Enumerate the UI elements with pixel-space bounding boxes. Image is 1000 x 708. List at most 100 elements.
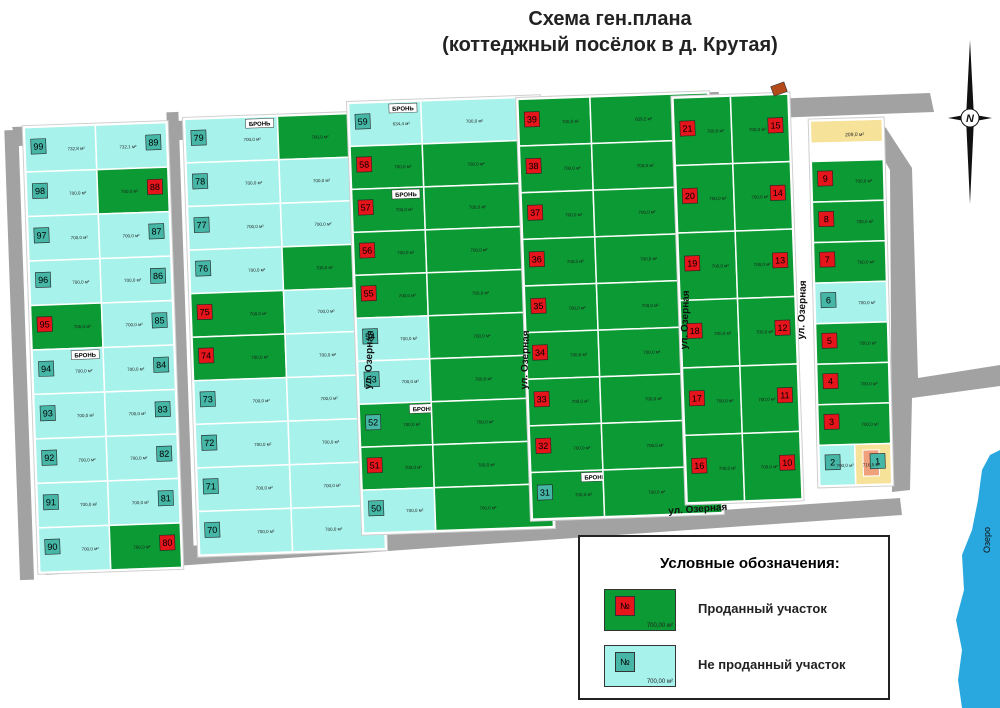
- legend-unsold-area: 700,00 м²: [646, 679, 673, 685]
- plot-area-label: 700,0 м²: [707, 128, 725, 134]
- plot-marker-6: [820, 292, 837, 309]
- plot-area-label: 700,0 м²: [71, 235, 89, 241]
- plot-marker-35: [530, 297, 547, 314]
- lake-label: Озеро: [982, 527, 992, 553]
- plot-area-label: 700,0 м²: [82, 546, 100, 552]
- plot-area-label: 700,0 м²: [643, 349, 661, 355]
- plot-marker-33: [533, 391, 550, 408]
- plot-marker-16: [691, 457, 708, 474]
- plot-number: 20: [685, 191, 695, 201]
- plot-number: 51: [370, 460, 380, 470]
- plot-number: 71: [206, 481, 216, 491]
- plot-marker-59: [354, 113, 371, 130]
- plot-marker-99: [30, 138, 47, 155]
- plot-marker-97: [33, 227, 50, 244]
- plot-marker-21: [679, 120, 696, 137]
- plot-area-label: 700,0 м²: [645, 396, 663, 402]
- plot-number: 4: [828, 376, 833, 386]
- plot-area-label: 700,0 м²: [132, 500, 150, 506]
- plot-number: 77: [196, 220, 206, 230]
- plot-marker-18: [686, 322, 703, 339]
- plot-number: 95: [39, 319, 49, 329]
- lake-area: [956, 450, 1000, 708]
- plot-area-label: 700,0 м²: [396, 207, 414, 213]
- plot-marker-9: [817, 170, 834, 187]
- plot-area-label: 700,0 м²: [716, 398, 734, 404]
- plot-number: 78: [195, 176, 205, 186]
- reserve-badge: [391, 188, 421, 200]
- plot-marker-85: [151, 312, 168, 329]
- plot-marker-92: [41, 449, 58, 466]
- plot-area-label: 700,0 м²: [324, 483, 342, 489]
- plot-marker-3: [823, 413, 840, 430]
- plot-area-label: 700,0 м²: [575, 492, 593, 498]
- plot-marker-11: [776, 387, 793, 404]
- plot-marker-91: [42, 494, 59, 511]
- plot-area-label: 700,0 м²: [127, 366, 145, 372]
- plot-area-label: 700,0 м²: [855, 178, 873, 183]
- road-east: [868, 118, 1000, 492]
- plot-number: 8: [824, 214, 829, 224]
- plot-marker-75: [196, 303, 213, 321]
- plot-number: 13: [775, 255, 785, 265]
- plot-area-label: 700,0 м²: [394, 164, 412, 170]
- plot-area-label: 700,0 м²: [719, 465, 737, 471]
- plot-area-label: 700,0 м²: [78, 457, 96, 463]
- plot-number: 80: [162, 538, 172, 548]
- plot-area-label: 700,0 м²: [247, 224, 265, 230]
- plot-marker-56: [359, 242, 376, 259]
- plot-marker-34: [532, 344, 549, 361]
- plot-marker-86: [149, 267, 167, 284]
- plot-marker-89: [145, 134, 162, 151]
- plot-area-label: 700,0 м²: [317, 308, 335, 314]
- plot-marker-54: [362, 328, 379, 345]
- plot-area-label: 700,0 м²: [858, 300, 876, 305]
- plot-number: 14: [773, 188, 783, 198]
- plot-number: 74: [201, 351, 211, 361]
- plot-marker-4: [822, 373, 839, 390]
- plot-marker-83: [154, 401, 171, 418]
- plot-area-label: 700,0 м²: [470, 247, 488, 253]
- plot-marker-39: [523, 111, 540, 128]
- plot-area-label: 700,0 м²: [476, 419, 494, 425]
- plot-number: 85: [154, 315, 164, 325]
- plot-marker-38: [525, 157, 542, 174]
- plot-number: 17: [692, 393, 702, 403]
- plot-area-label: 700,0 м²: [405, 465, 423, 471]
- plot-marker-14: [769, 184, 786, 201]
- plot-marker-51: [366, 457, 383, 474]
- plot-area-label: 700,0 м²: [313, 178, 331, 184]
- plot-number: 52: [368, 417, 378, 427]
- map-subtitle: (коттеджный посёлок в д. Крутая): [442, 34, 778, 56]
- plot-area-label: 700,0 м²: [642, 303, 660, 309]
- plot-area-label: 700,0 м²: [251, 354, 269, 360]
- plot-marker-55: [360, 285, 377, 302]
- plot-number: 54: [365, 331, 375, 341]
- plot-area-label: 732,8 м²: [68, 146, 86, 152]
- plot-number: 5: [827, 336, 832, 346]
- plot-number: 91: [46, 497, 56, 507]
- plot-number: 84: [156, 360, 166, 370]
- reserve-label: БРОНЬ: [395, 192, 417, 199]
- plot-area-label: 700,0 м²: [861, 421, 879, 426]
- plot-number: 33: [537, 394, 547, 404]
- plot-marker-96: [35, 271, 52, 288]
- reserve-label: БРОНЬ: [413, 407, 435, 414]
- plot-number: 2: [830, 457, 835, 467]
- plot-marker-37: [527, 204, 544, 221]
- plot-area-label: 700,0 м²: [475, 376, 493, 382]
- plot-number: 79: [193, 133, 203, 143]
- compass-center: [960, 108, 980, 128]
- plot-area-label: 700,0 м²: [121, 188, 139, 194]
- plot-number: 35: [533, 301, 543, 311]
- plot-area-label: 700,0 м²: [248, 267, 266, 273]
- plot-marker-84: [153, 356, 170, 373]
- plot-number: 56: [362, 245, 372, 255]
- plot-number: 99: [33, 141, 43, 151]
- reserve-badge: [70, 349, 100, 360]
- plot-marker-50: [368, 500, 385, 517]
- road-west: [4, 129, 35, 581]
